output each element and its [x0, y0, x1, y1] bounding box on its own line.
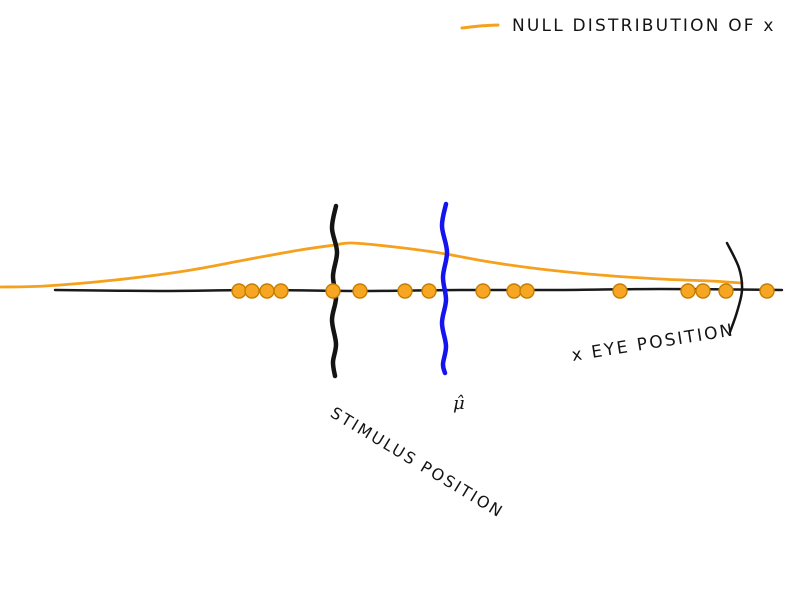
legend-label: NULL DISTRIBUTION OF x — [512, 16, 776, 36]
legend-line-swatch — [460, 23, 500, 30]
data-point — [759, 283, 775, 299]
mu-hat-line — [439, 201, 450, 376]
data-point — [397, 283, 413, 299]
data-point — [244, 283, 260, 299]
right-bracket-arc — [725, 241, 744, 334]
null-distribution-curve — [0, 241, 744, 289]
data-point — [695, 283, 711, 299]
data-point — [718, 283, 734, 299]
data-point — [259, 283, 275, 299]
data-point — [273, 283, 289, 299]
data-point — [421, 283, 437, 299]
data-point — [612, 283, 628, 299]
data-point — [231, 283, 247, 299]
data-point — [680, 283, 696, 299]
data-point — [352, 283, 368, 299]
data-point — [325, 283, 341, 299]
data-point — [519, 283, 535, 299]
mu-hat-label: μ̂ — [453, 393, 465, 414]
data-point — [475, 283, 491, 299]
eye-position-axis — [53, 287, 784, 293]
data-point — [506, 283, 522, 299]
